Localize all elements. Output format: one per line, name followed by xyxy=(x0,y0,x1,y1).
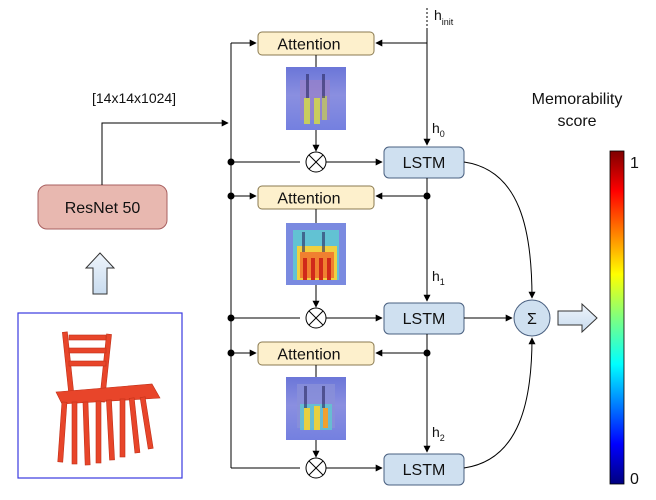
lstm-box-2: LSTM xyxy=(383,302,465,335)
attention-heatmap-2 xyxy=(286,223,346,285)
lstm-box-1: LSTM xyxy=(383,146,465,179)
attention-label: Attention xyxy=(277,191,340,208)
attention-label: Attention xyxy=(277,347,340,364)
attention-box-2: Attention xyxy=(257,185,375,210)
svg-text:h0: h0 xyxy=(432,120,445,139)
svg-text:h1: h1 xyxy=(432,268,445,287)
resnet-box: ResNet 50 xyxy=(37,184,168,230)
h1-label: h1 xyxy=(432,268,445,287)
colorbar-min-label: 0 xyxy=(630,471,639,488)
resnet-label: ResNet 50 xyxy=(65,200,141,217)
colorbar-title-line1: Memorability xyxy=(532,91,623,108)
hidden-state-dots xyxy=(423,192,431,357)
attention-heatmap-1 xyxy=(286,67,346,130)
colorbar-max-label: 1 xyxy=(630,155,639,172)
h2-label: h2 xyxy=(432,424,445,443)
lstm-label: LSTM xyxy=(403,155,446,172)
svg-text:h2: h2 xyxy=(432,424,445,443)
multiply-to-lstm-connectors xyxy=(326,158,383,472)
attention-label: Attention xyxy=(277,37,340,54)
red-chair-icon xyxy=(55,331,161,466)
resnet-output-connector xyxy=(101,119,229,185)
feature-bus xyxy=(230,39,300,469)
memorability-colorbar xyxy=(609,150,625,485)
colorbar-title-line2: score xyxy=(557,113,596,130)
attention-box-1: Attention xyxy=(257,31,375,56)
sum-node: Σ xyxy=(513,299,551,337)
svg-text:hinit: hinit xyxy=(434,7,454,27)
sum-symbol: Σ xyxy=(527,311,537,328)
right-arrow-icon xyxy=(557,302,598,334)
feature-shape-label: [14x14x1024] xyxy=(92,90,176,106)
up-arrow-icon xyxy=(84,252,116,295)
multiply-node-3 xyxy=(305,457,327,479)
multiply-node-2 xyxy=(305,307,327,329)
h-init-label: hinit xyxy=(434,7,454,27)
multiply-node-1 xyxy=(305,151,327,173)
lstm-label: LSTM xyxy=(403,311,446,328)
hidden-state-connectors xyxy=(375,8,431,453)
attention-box-3: Attention xyxy=(257,341,375,366)
lstm-box-3: LSTM xyxy=(383,453,465,486)
lstm-label: LSTM xyxy=(403,462,446,479)
junction-dots xyxy=(227,158,235,357)
input-image xyxy=(17,312,183,479)
lstm-to-sum-connectors xyxy=(463,161,536,469)
h0-label: h0 xyxy=(432,120,445,139)
attention-heatmap-3 xyxy=(286,377,346,440)
